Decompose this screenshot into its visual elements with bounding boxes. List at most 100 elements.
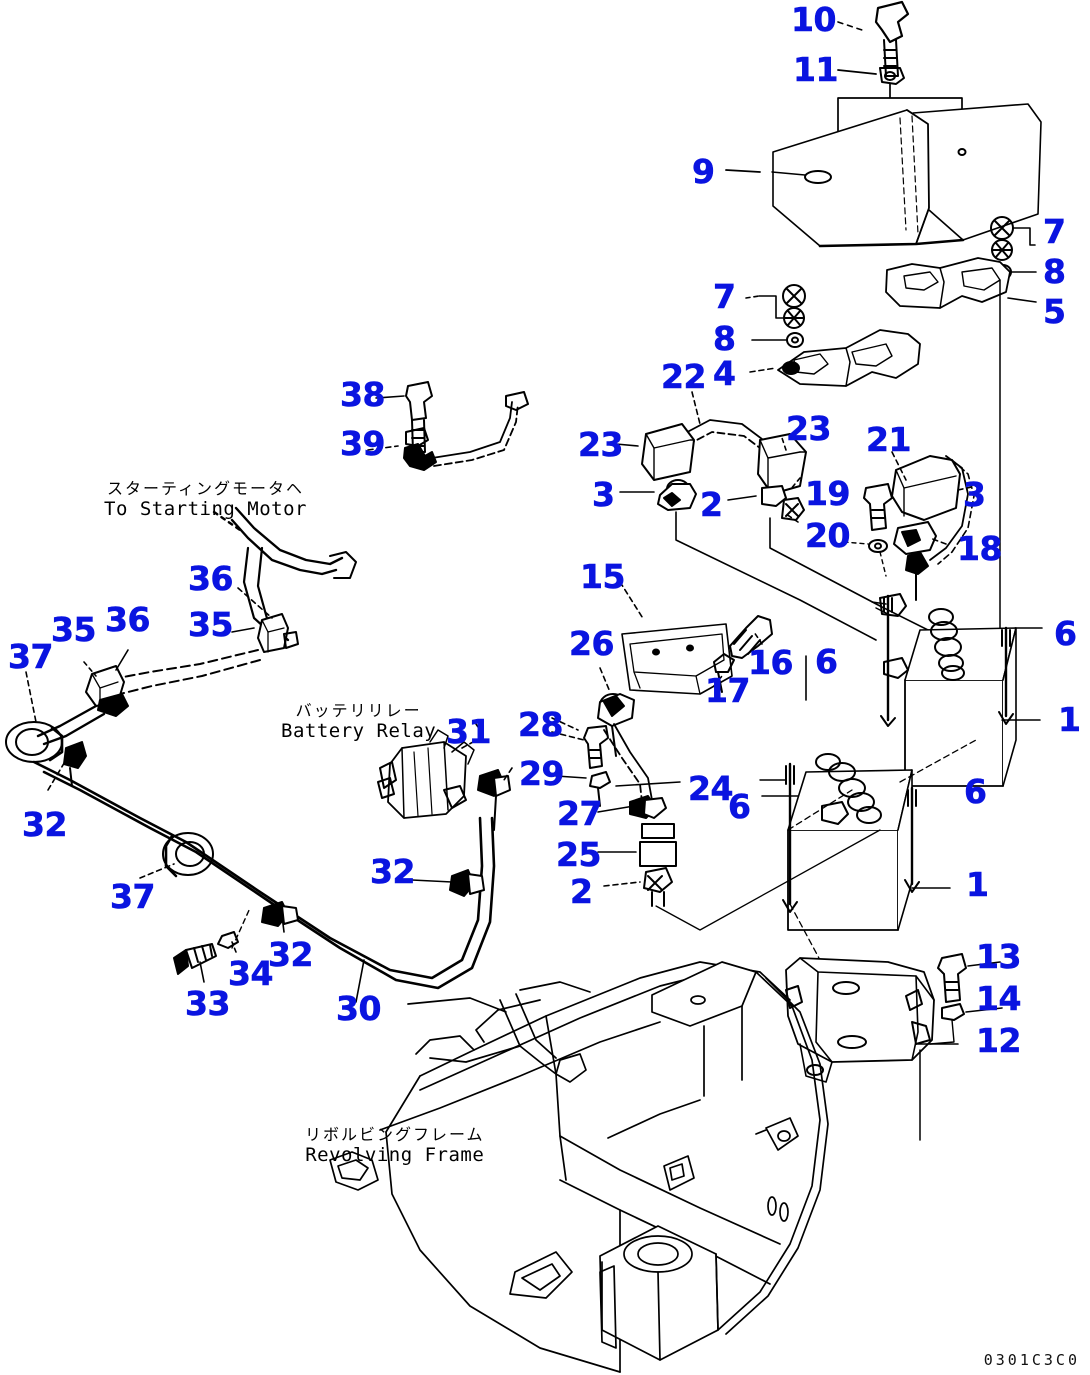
leader-29 <box>555 775 587 779</box>
leader-5 <box>1007 297 1037 303</box>
leader-31 <box>461 723 485 749</box>
cable-left-lower <box>36 704 106 746</box>
small-harness <box>431 391 529 467</box>
part-7-nut-right <box>990 216 1014 261</box>
leader-27 <box>597 805 635 813</box>
callout-21: 21 <box>866 420 912 459</box>
leader-37-lower <box>139 863 175 879</box>
part-17-clamp <box>713 653 735 693</box>
part-13-bolt <box>937 953 967 1003</box>
cable-to-left-grommet <box>117 649 261 695</box>
leader-30 <box>355 959 365 1003</box>
part-16-bolt <box>729 615 773 659</box>
leader-28 <box>551 717 585 741</box>
label-battery-relay-en: Battery Relay <box>281 720 437 742</box>
document-code: 0301C3C0 <box>983 1351 1080 1369</box>
callout-4: 4 <box>713 354 737 393</box>
leader-15 <box>619 581 645 621</box>
label-to-starting-motor-en: To Starting Motor <box>104 498 307 520</box>
label-revolving-frame: リボルビングフレーム Revolving Frame <box>305 1124 485 1166</box>
leader-32-relay <box>411 879 453 883</box>
part-2-nut-lower <box>643 867 673 907</box>
leader-17 <box>713 675 723 687</box>
leader-9 <box>725 169 761 173</box>
callout-36: 36 <box>188 559 234 598</box>
callout-11: 11 <box>793 50 839 89</box>
leader-35-right <box>231 627 255 633</box>
part-38-bolt <box>405 381 433 453</box>
callout-28: 28 <box>518 705 564 744</box>
leader-19 <box>789 477 801 491</box>
callout-24: 24 <box>688 769 734 808</box>
callout-37: 37 <box>110 877 156 916</box>
callout-1: 1 <box>1058 700 1082 739</box>
callout-6: 6 <box>815 642 839 681</box>
part-39-clip <box>403 427 437 471</box>
part-22-cable <box>675 419 769 455</box>
part-29-clamp-relay <box>477 769 511 831</box>
callout-37: 37 <box>8 637 54 676</box>
callout-5: 5 <box>1043 292 1067 331</box>
leader-16 <box>753 631 763 645</box>
leader-11 <box>837 69 877 75</box>
leader-2-lower <box>603 881 641 887</box>
callout-32: 32 <box>370 852 416 891</box>
part-7-nut-center <box>782 284 806 329</box>
callout-20: 20 <box>805 516 851 555</box>
callout-32: 32 <box>22 805 68 844</box>
part-28-bolt <box>583 725 609 769</box>
leader-4 <box>749 367 777 373</box>
callout-25: 25 <box>556 835 602 874</box>
leader-20 <box>785 513 799 523</box>
callout-3: 3 <box>963 475 987 514</box>
part-29-washer <box>589 771 611 807</box>
part-15-plate <box>621 623 733 695</box>
callout-8: 8 <box>713 319 737 358</box>
callout-10: 10 <box>791 0 837 39</box>
part-27-clamp <box>629 795 667 819</box>
callout-6: 6 <box>1054 614 1078 653</box>
leader-26 <box>599 667 611 693</box>
label-to-starting-motor-jp: スターティングモータヘ <box>106 479 304 498</box>
callout-36: 36 <box>105 600 151 639</box>
leader-39 <box>367 445 399 451</box>
starting-motor-cable <box>230 506 357 579</box>
part-9-battery-cover <box>771 103 1042 248</box>
callout-2: 2 <box>700 485 724 524</box>
callout-16: 16 <box>748 643 794 682</box>
part-35-clamp-right <box>257 613 299 653</box>
part-11-washer <box>879 67 905 85</box>
label-revolving-frame-jp: リボルビングフレーム <box>305 1125 485 1144</box>
label-battery-relay: バッテリリレー Battery Relay <box>281 700 436 742</box>
part-32-clamp-upper <box>63 741 87 787</box>
part-23-boot-left <box>641 423 695 481</box>
callout-3: 3 <box>592 475 616 514</box>
leader-18 <box>929 537 947 545</box>
bolt-near-21 <box>863 483 893 531</box>
callout-33: 33 <box>185 984 231 1023</box>
leader-36-right <box>237 587 273 619</box>
leader-21 <box>891 451 907 481</box>
part-6-rod-upper-left <box>880 594 896 727</box>
leader-23-left <box>615 443 639 447</box>
callout-15: 15 <box>580 557 626 596</box>
callout-26: 26 <box>569 624 615 663</box>
part-35-clamp-left <box>85 665 129 717</box>
callout-14: 14 <box>976 979 1022 1018</box>
part-18-terminal <box>893 521 937 601</box>
revolving-frame <box>329 961 829 1373</box>
callout-35: 35 <box>51 610 97 649</box>
callout-32: 32 <box>268 935 314 974</box>
leader-2-center <box>727 495 757 501</box>
leader-14 <box>965 1007 1003 1013</box>
callout-19: 19 <box>805 474 851 513</box>
callout-7: 7 <box>713 277 737 316</box>
part-2-nut-center <box>761 485 805 521</box>
callout-6: 6 <box>728 787 752 826</box>
part-23-boot-right <box>757 433 807 495</box>
callout-1: 1 <box>966 865 990 904</box>
callout-18: 18 <box>957 529 1003 568</box>
leader-38 <box>375 395 405 399</box>
part-6-rod-upper-right <box>998 626 1014 725</box>
